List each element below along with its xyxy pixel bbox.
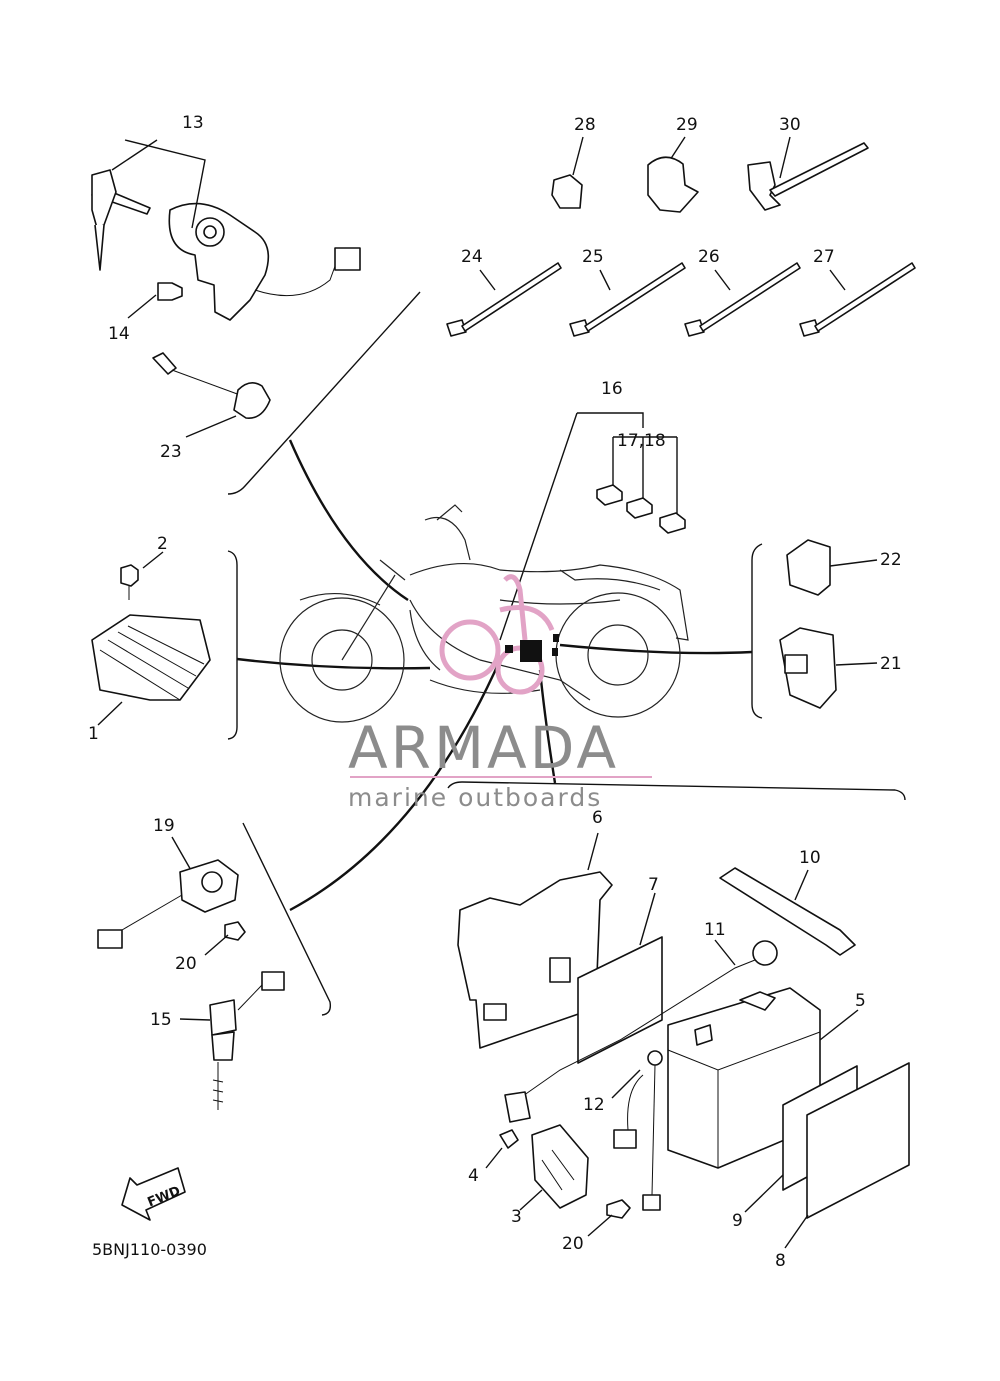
fwd-arrow: FWD xyxy=(121,1167,186,1221)
battery-section xyxy=(457,832,910,1249)
callout-20-upper: 20 xyxy=(175,954,197,974)
callout-6: 6 xyxy=(592,808,603,828)
callout-9: 9 xyxy=(732,1211,743,1231)
callout-1: 1 xyxy=(88,724,99,744)
callout-8: 8 xyxy=(775,1251,786,1271)
callout-28: 28 xyxy=(574,115,596,135)
callout-13: 13 xyxy=(182,113,204,133)
armada-logo-mark xyxy=(439,574,559,695)
callout-26: 26 xyxy=(698,247,720,267)
clamps-28-29-30 xyxy=(551,136,869,213)
sensors-19-15 xyxy=(97,836,285,1110)
callout-3: 3 xyxy=(511,1207,522,1227)
callout-11: 11 xyxy=(704,920,726,940)
watermark: ARMADA marine outboards xyxy=(348,714,652,812)
callout-29: 29 xyxy=(676,115,698,135)
callout-24: 24 xyxy=(461,247,483,267)
part-23-sensor xyxy=(152,352,271,438)
callout-23: 23 xyxy=(160,442,182,462)
callout-25: 25 xyxy=(582,247,604,267)
watermark-tagline: marine outboards xyxy=(348,783,602,812)
callout-20-lower: 20 xyxy=(562,1234,584,1254)
callout-15: 15 xyxy=(150,1010,172,1030)
callout-10: 10 xyxy=(799,848,821,868)
callout-14: 14 xyxy=(108,324,130,344)
callout-27: 27 xyxy=(813,247,835,267)
callout-2: 2 xyxy=(157,534,168,554)
drawing-code: 5BNJ110-0390 xyxy=(92,1240,207,1259)
callout-30: 30 xyxy=(779,115,801,135)
callout-7: 7 xyxy=(648,875,659,895)
callout-17-18: 17,18 xyxy=(617,431,666,451)
callout-5: 5 xyxy=(855,991,866,1011)
main-switch-assembly xyxy=(91,139,361,321)
callout-16: 16 xyxy=(601,379,623,399)
fuses-16-17-18 xyxy=(577,412,686,534)
watermark-brand: ARMADA xyxy=(348,714,619,782)
callout-19: 19 xyxy=(153,816,175,836)
callout-12: 12 xyxy=(583,1095,605,1115)
callout-4: 4 xyxy=(468,1166,479,1186)
callout-labels: 13 14 23 28 29 30 24 25 26 27 16 17,18 2… xyxy=(88,113,902,1271)
rectifier-regulator xyxy=(91,551,211,726)
relays-21-22 xyxy=(779,539,878,709)
leader-wires xyxy=(236,412,753,912)
section-brackets xyxy=(227,291,906,1016)
motorcycle-outline xyxy=(279,504,689,723)
callout-22: 22 xyxy=(880,550,902,570)
cable-ties-24-27 xyxy=(446,262,916,337)
callout-21: 21 xyxy=(880,654,902,674)
